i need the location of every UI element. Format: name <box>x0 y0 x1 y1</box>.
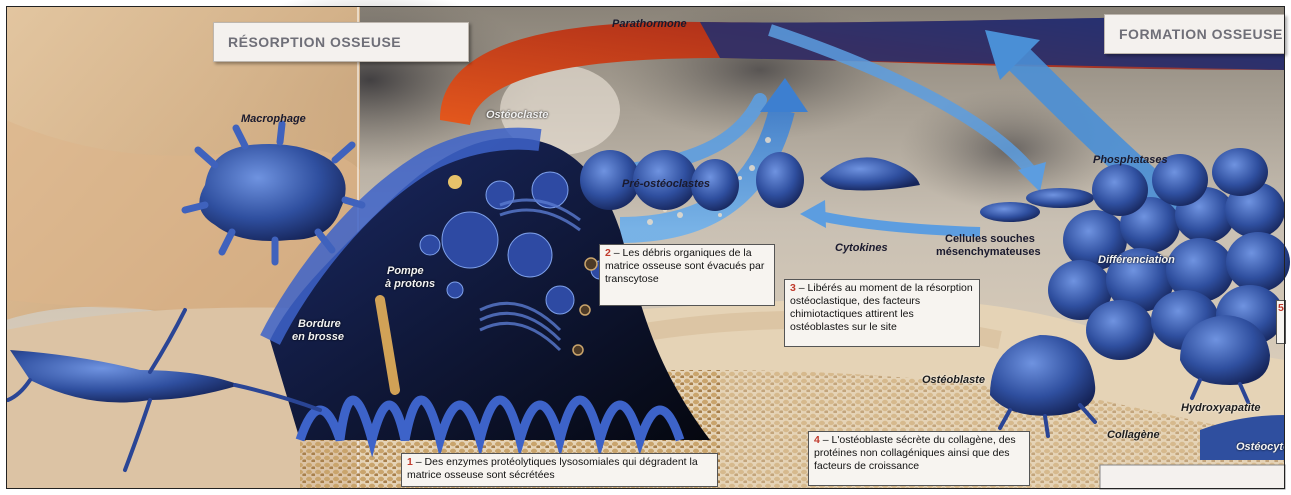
note-1-number: 1 <box>407 456 413 468</box>
label-pre-osteoclastes: Pré-ostéoclastes <box>622 178 710 190</box>
note-3-text: Libérés au moment de la résorption ostéo… <box>790 282 973 333</box>
note-5: 5 <box>1276 300 1286 344</box>
label-phosphatases: Phosphatases <box>1093 154 1168 166</box>
label-bordure: Bordure <box>298 318 341 330</box>
note-1: 1 – Des enzymes protéolytiques lysosomia… <box>401 453 718 487</box>
note-3: 3 – Libérés au moment de la résorption o… <box>784 279 980 347</box>
note-4: 4 – L'ostéoblaste sécrète du collagène, … <box>808 431 1030 486</box>
label-parathormone: Parathormone <box>612 18 687 30</box>
label-pompe: Pompe <box>387 265 424 277</box>
label-osteoclaste: Ostéoclaste <box>486 109 548 121</box>
label-cytokines: Cytokines <box>835 242 888 254</box>
note-2-number: 2 <box>605 247 611 259</box>
label-hydroxyapatite: Hydroxyapatite <box>1181 402 1260 414</box>
label-mesenchymateuses: mésenchymateuses <box>936 246 1041 258</box>
label-a-protons: à protons <box>385 278 435 290</box>
label-osteoblaste: Ostéoblaste <box>922 374 985 386</box>
note-2-text: Les débris organiques de la matrice osse… <box>605 247 764 285</box>
label-cellules-souches: Cellules souches <box>945 233 1035 245</box>
label-differenciation: Différenciation <box>1098 254 1175 266</box>
resorption-title: RÉSORPTION OSSEUSE <box>213 22 469 62</box>
note-2: 2 – Les débris organiques de la matrice … <box>599 244 775 306</box>
note-4-number: 4 <box>814 434 820 446</box>
formation-title: FORMATION OSSEUSE <box>1104 14 1285 54</box>
note-3-number: 3 <box>790 282 796 294</box>
label-collagene: Collagène <box>1107 429 1160 441</box>
label-osteocyte: Ostéocyte <box>1236 441 1284 453</box>
note-1-text: Des enzymes protéolytiques lysosomiales … <box>407 456 698 481</box>
note-4-text: L'ostéoblaste sécrète du collagène, des … <box>814 434 1016 472</box>
label-macrophage: Macrophage <box>241 113 306 125</box>
label-en-brosse: en brosse <box>292 331 344 343</box>
note-5-number: 5 <box>1278 302 1284 314</box>
